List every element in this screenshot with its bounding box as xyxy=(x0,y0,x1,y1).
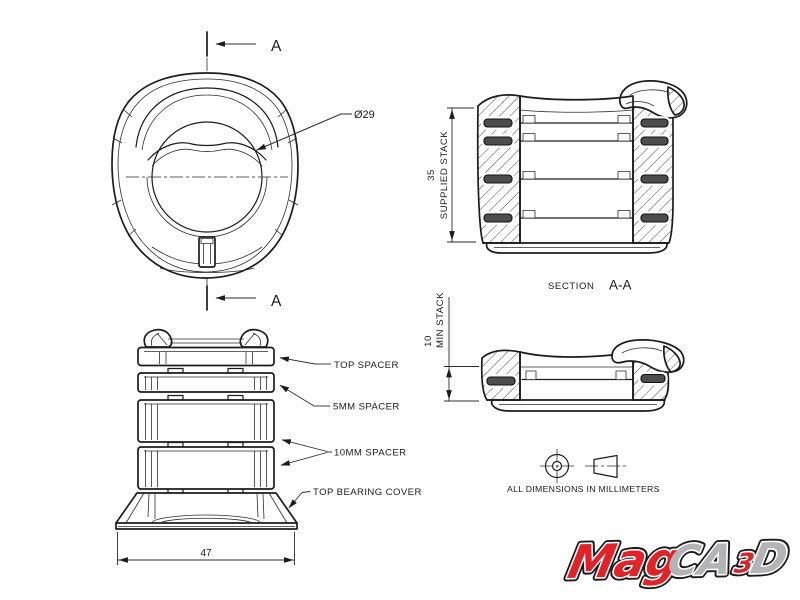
leader-top-spacer xyxy=(279,356,331,365)
label-5mm-spacer: 5MM SPACER xyxy=(333,402,400,413)
diameter-label: Ø29 xyxy=(354,109,375,121)
supplied-stack-dimension xyxy=(447,107,476,243)
projection-symbol xyxy=(540,449,628,483)
supplied-stack-label: SUPPLIED STACK xyxy=(439,131,450,219)
logo-part-ca: CA xyxy=(663,536,737,586)
section-title: SECTION A-A xyxy=(548,278,632,293)
min-stack-view: 10 MIN STACK xyxy=(423,292,685,412)
front-view: 47 TOP SPACER 5MM SPACER 10MM SPACER TOP… xyxy=(115,328,422,565)
section-aa-view: 35 SUPPLIED STACK SECTION A-A xyxy=(426,80,688,293)
width-dimension xyxy=(117,532,295,565)
logo-part-mag: Mag xyxy=(564,533,685,589)
leader-5mm-spacer xyxy=(279,384,330,407)
label-top-spacer: TOP SPACER xyxy=(334,360,399,371)
section-title-prefix: SECTION xyxy=(548,281,594,292)
supplied-stack-value: 35 xyxy=(426,169,437,181)
min-stack-label: MIN STACK xyxy=(435,292,446,348)
label-10mm-spacer: 10MM SPACER xyxy=(334,448,406,459)
section-title-suffix: A-A xyxy=(609,278,632,293)
section-linework xyxy=(476,80,688,254)
min-stack-dimension xyxy=(444,297,479,402)
units-note: ALL DIMENSIONS IN MILLIMETERS xyxy=(507,484,660,494)
min-stack-value: 10 xyxy=(423,335,434,347)
width-dim-value: 47 xyxy=(200,548,212,559)
min-stack-linework xyxy=(480,339,685,412)
projection-circle-icon xyxy=(540,449,574,483)
leader-top-bearing-cover xyxy=(288,491,311,509)
top-view: A A xyxy=(111,31,375,311)
top-view-linework xyxy=(111,72,299,279)
projection-cone-icon xyxy=(585,454,628,479)
cut-label-top: A xyxy=(271,38,282,55)
cut-label-bottom: A xyxy=(271,293,282,310)
diameter-leader xyxy=(255,113,352,151)
label-top-bearing-cover: TOP BEARING COVER xyxy=(313,487,422,498)
front-view-linework xyxy=(115,328,298,530)
leader-10mm-spacer xyxy=(280,439,332,466)
